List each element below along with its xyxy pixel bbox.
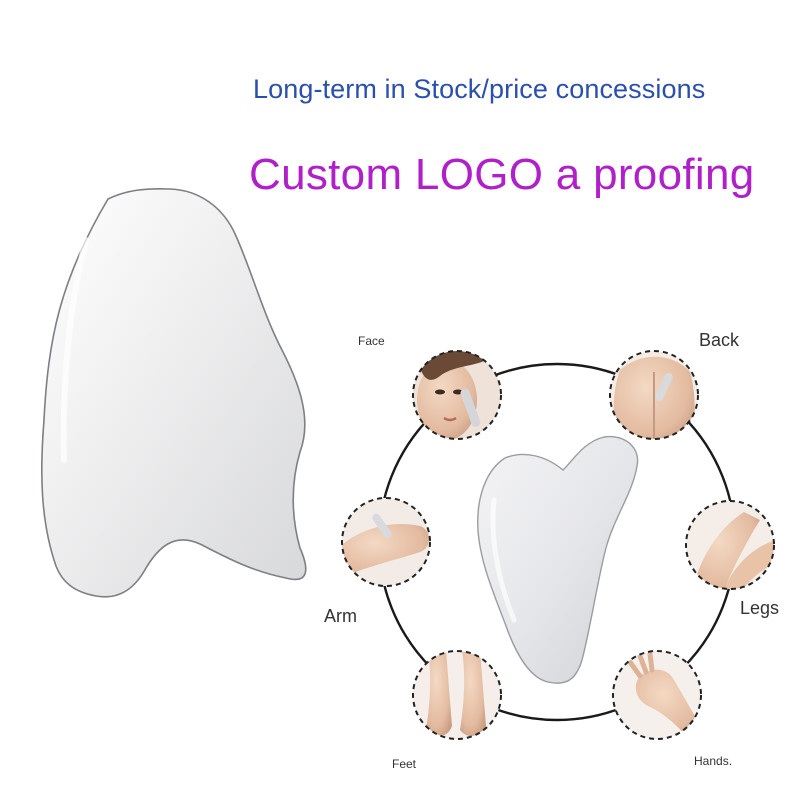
legs-label: Legs [740, 598, 780, 618]
hands-photo [612, 650, 702, 740]
face-label: Face [358, 334, 385, 348]
arm-photo [341, 497, 431, 587]
back-photo [609, 350, 699, 440]
arm-label: Arm [324, 606, 357, 626]
feet-label: Feet [392, 757, 417, 771]
back-label: Back [699, 330, 740, 350]
custom-logo-headline: Custom LOGO a proofing [249, 150, 755, 199]
feet-photo [412, 650, 502, 740]
hands-label: Hands. [694, 754, 733, 768]
small-scraper-board [477, 435, 639, 684]
large-scraper-board [40, 187, 307, 598]
stock-price-headline: Long-term in Stock/price concessions [253, 74, 706, 104]
legs-photo [685, 500, 775, 590]
face-photo [412, 350, 502, 440]
